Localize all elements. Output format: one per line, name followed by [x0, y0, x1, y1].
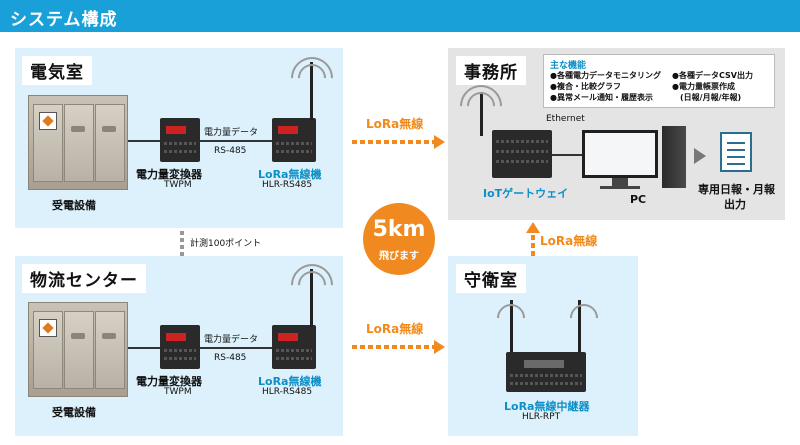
switchgear-cabinet-icon: [28, 302, 128, 397]
page-title: システム構成: [10, 10, 118, 30]
arrow-up-icon: [526, 222, 540, 233]
data-label-denki: 電力量データ: [204, 128, 259, 138]
feature-item: ●複合・比較グラフ: [550, 82, 621, 91]
ethernet-line: [552, 154, 582, 156]
panel-title-jimusho: 事務所: [456, 56, 526, 85]
power-converter-icon: [160, 118, 200, 162]
feature-item: ●各種データCSV出力: [672, 71, 753, 80]
lora-link-bottom: [352, 345, 434, 349]
lora-repeater-icon: [506, 352, 586, 392]
converter-model-denki: TWPM: [164, 180, 192, 190]
lora-link-top: [352, 140, 434, 144]
lora-label-top: LoRa無線: [366, 117, 424, 131]
feature-item: (日報/月報/年報): [680, 93, 742, 102]
distance-sub: 飛びます: [379, 251, 419, 262]
radio-model-butsuryu: HLR-RS485: [262, 387, 313, 397]
antenna-icon: [578, 300, 581, 358]
report-label-line1: 専用日報・月報: [698, 183, 775, 196]
converter-model-butsuryu: TWPM: [164, 387, 192, 397]
repeater-model: HLR-RPT: [522, 412, 561, 422]
switchgear-cabinet-icon: [28, 95, 128, 190]
antenna-icon: [310, 269, 313, 327]
radio-name-denki: LoRa無線機: [258, 168, 322, 181]
power-converter-icon: [160, 325, 200, 369]
feature-item: ●異常メール通知・履歴表示: [550, 93, 653, 102]
panel-title-denki: 電気室: [22, 56, 92, 85]
measure-points-label: 計測100ポイント: [190, 239, 262, 249]
lora-link-up: [531, 232, 535, 256]
antenna-icon: [310, 62, 313, 120]
panel-title-shuei: 守衛室: [456, 264, 526, 293]
converter-name-butsuryu: 電力量変換器: [136, 375, 202, 388]
panel-title-butsuryu: 物流センター: [22, 264, 146, 293]
measure-connector: [180, 228, 184, 256]
feature-item: ●電力量帳票作成: [672, 82, 735, 91]
arrow-right-icon: [434, 340, 445, 354]
antenna-icon: [510, 300, 513, 358]
pc-monitor-icon: [582, 130, 658, 178]
lora-label-bottom: LoRa無線: [366, 322, 424, 336]
pc-label: PC: [630, 193, 647, 206]
lora-radio-icon: [272, 118, 316, 162]
distance-badge: 5km 飛びます: [363, 203, 435, 275]
repeater-name: LoRa無線中継器: [504, 400, 590, 413]
radio-model-denki: HLR-RS485: [262, 180, 313, 190]
iot-gateway-icon: [492, 130, 552, 178]
lora-radio-icon: [272, 325, 316, 369]
report-label-line2: 出力: [724, 198, 746, 211]
features-title: 主な機能: [550, 61, 587, 71]
feature-item: ●各種電力データモニタリング: [550, 71, 661, 80]
distance-value: 5km: [372, 217, 426, 242]
lora-label-up: LoRa無線: [540, 234, 598, 248]
header-bar: システム構成: [0, 0, 800, 32]
facility-label-denki: 受電設備: [52, 199, 96, 212]
features-box: 主な機能 ●各種電力データモニタリング ●複合・比較グラフ ●異常メール通知・履…: [543, 54, 775, 108]
rs485-label-denki: RS-485: [214, 146, 247, 156]
arrow-right-icon: [434, 135, 445, 149]
report-document-icon: [720, 132, 752, 172]
antenna-icon: [480, 92, 483, 136]
converter-name-denki: 電力量変換器: [136, 168, 202, 181]
data-label-butsuryu: 電力量データ: [204, 335, 259, 345]
ethernet-label: Ethernet: [546, 114, 585, 124]
facility-label-butsuryu: 受電設備: [52, 406, 96, 419]
output-arrow-icon: [694, 148, 706, 164]
radio-name-butsuryu: LoRa無線機: [258, 375, 322, 388]
gateway-label: IoTゲートウェイ: [483, 187, 569, 200]
rs485-label-butsuryu: RS-485: [214, 353, 247, 363]
pc-tower-icon: [662, 126, 686, 188]
